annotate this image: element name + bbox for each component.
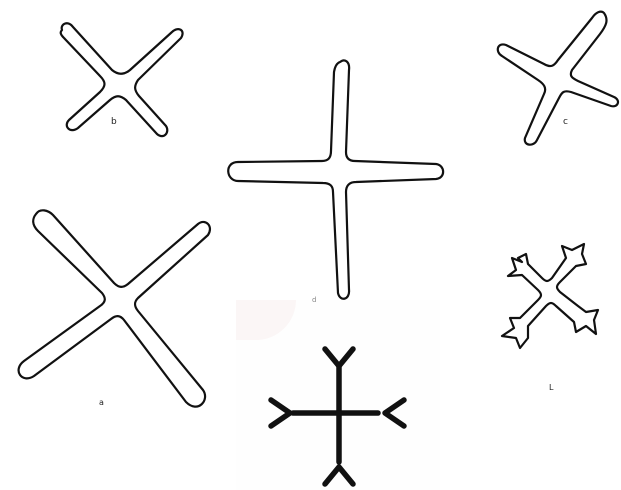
saltire-small [61, 23, 183, 136]
figure-label-d: d [312, 297, 316, 304]
saltire-large [19, 210, 210, 406]
figure-label-a: a [99, 399, 104, 407]
figure-label-b: b [111, 118, 117, 127]
cross-arrowheads [271, 349, 404, 484]
figure-label-c: c [563, 118, 568, 127]
cross-large-upright [228, 60, 443, 298]
figure-label-e: L [549, 384, 553, 392]
cross-tilted [498, 12, 618, 145]
cross-fleury [502, 244, 598, 348]
